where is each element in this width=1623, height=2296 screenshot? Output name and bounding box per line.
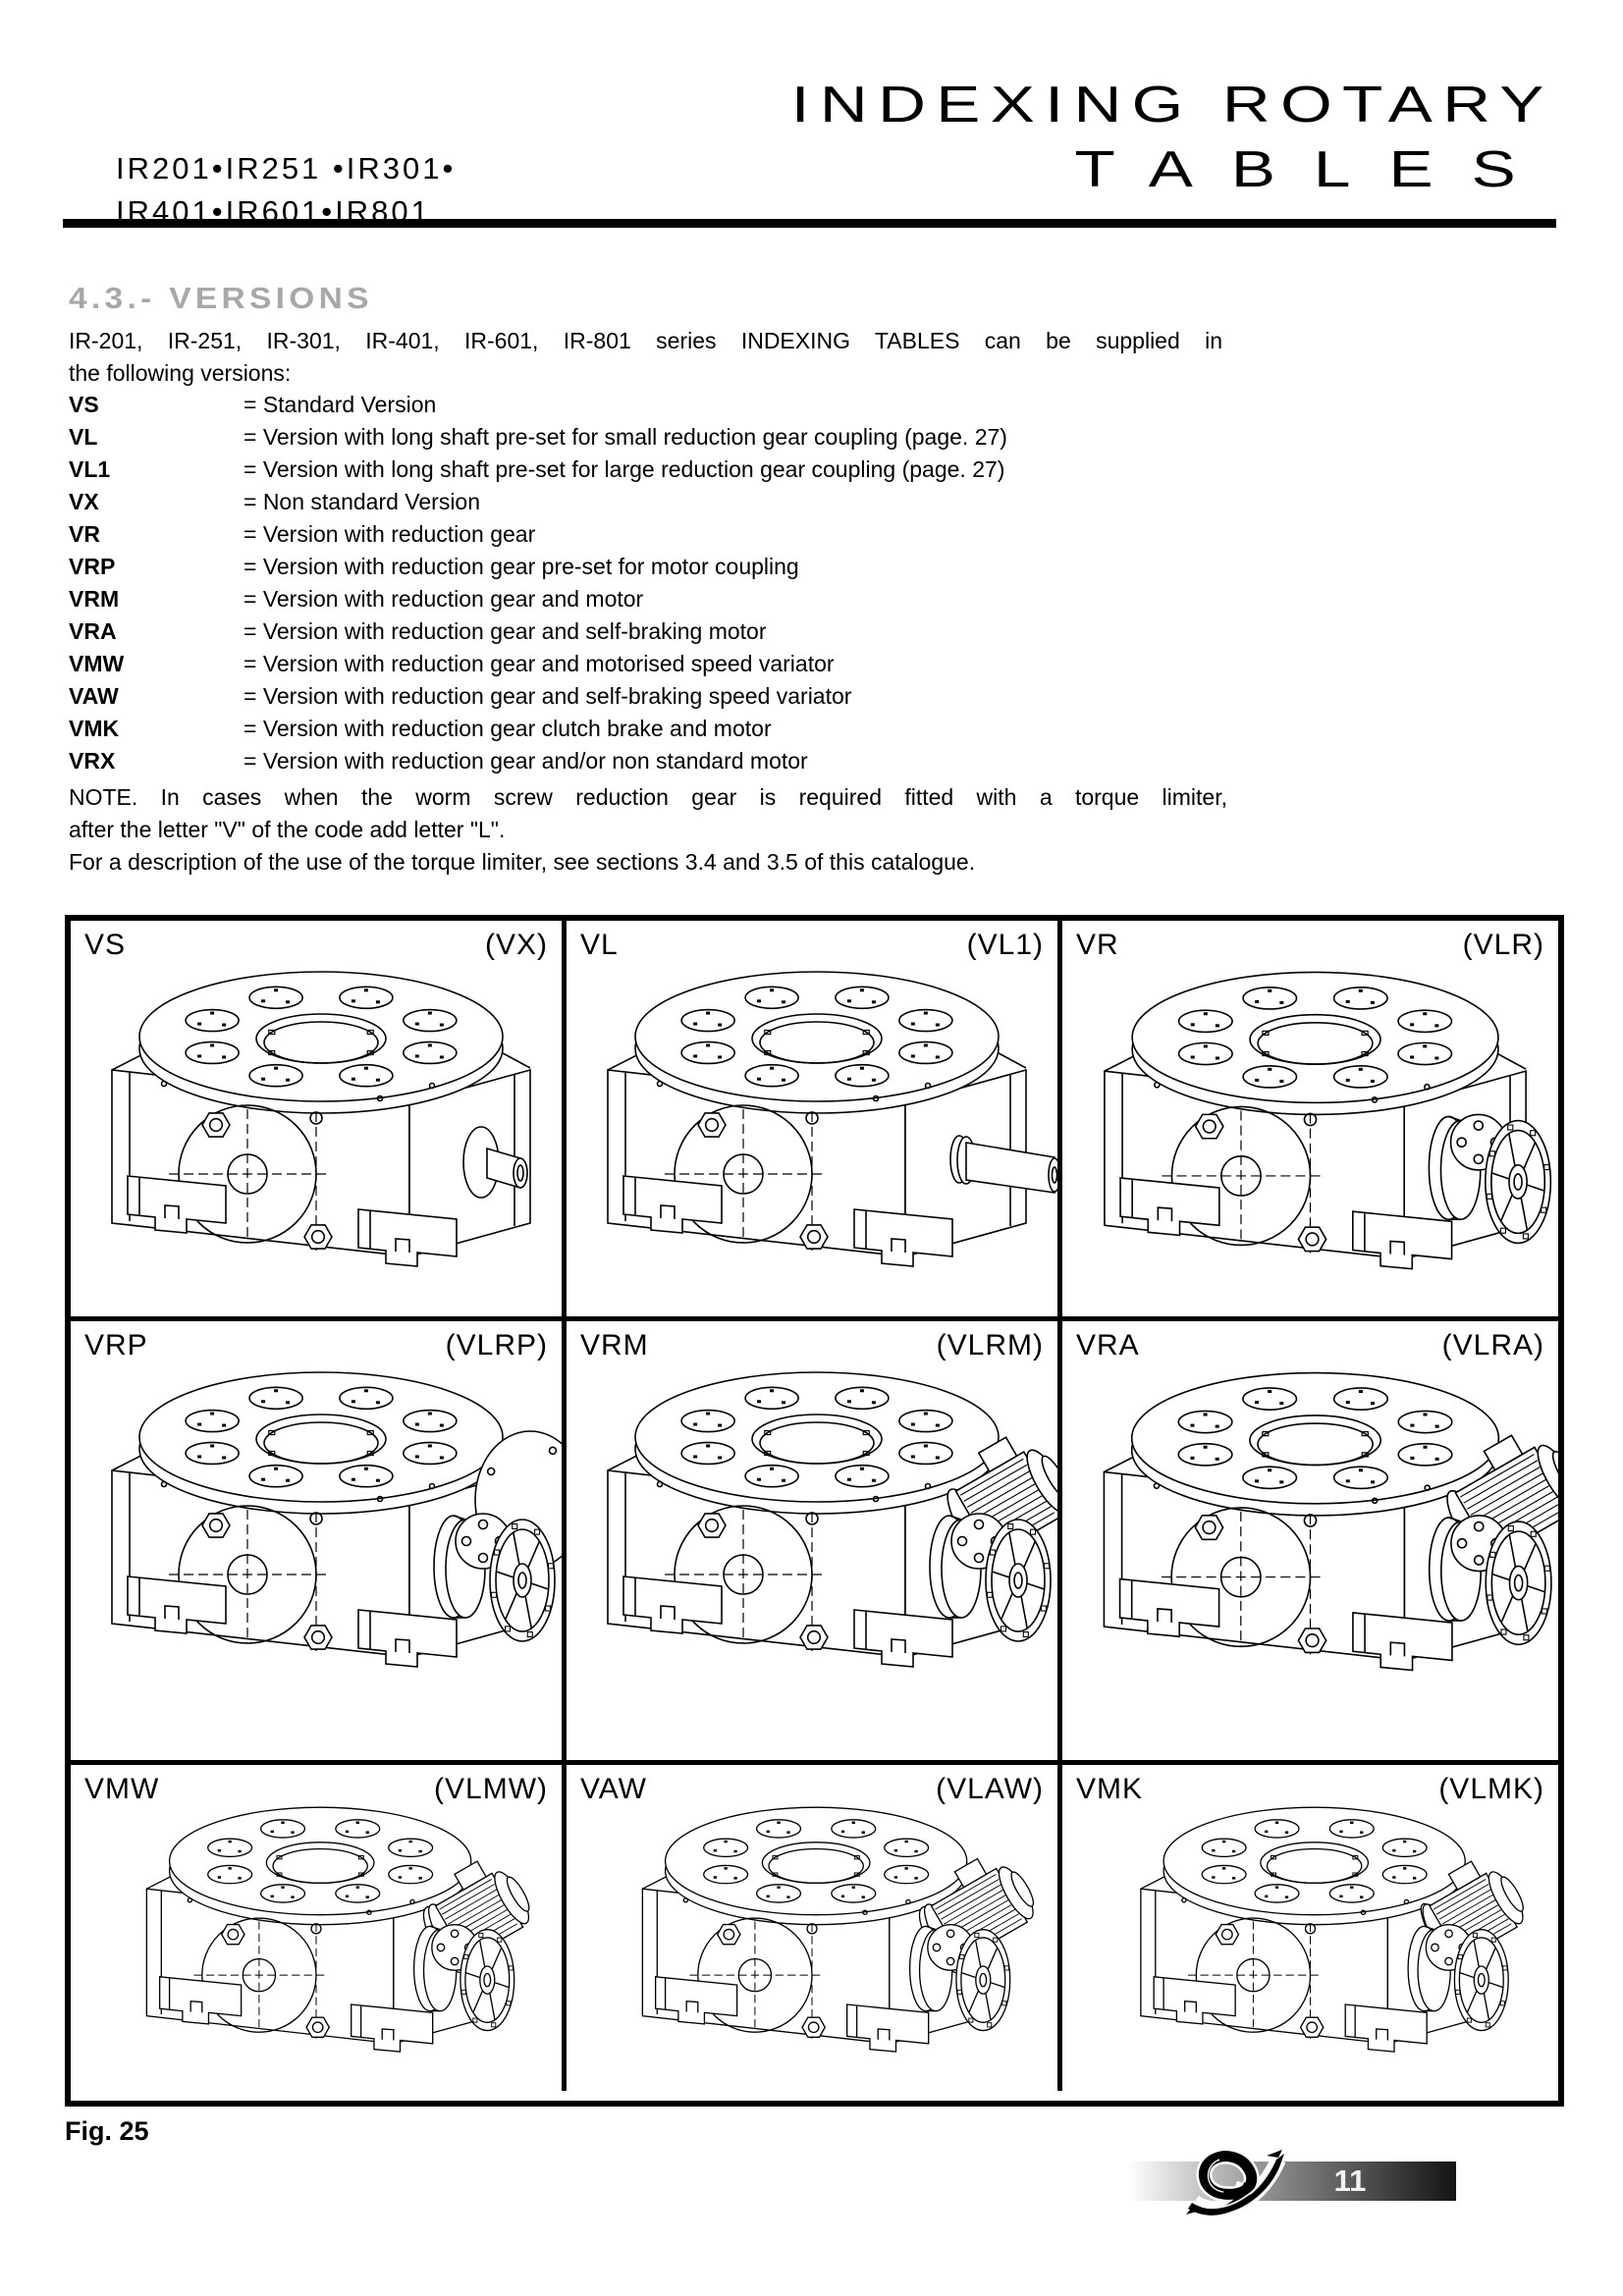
figure-cell-vs: VS (VX) (71, 921, 567, 1321)
version-row: VS = Standard Version (69, 392, 1306, 424)
figure-cell-vra: VRA (VLRA) (1062, 1321, 1558, 1765)
version-description: = Version with reduction gear (243, 521, 536, 547)
figure-cell-vmw: VMW (VLMW) (71, 1765, 567, 2091)
version-row: VL1 = Version with long shaft pre-set for… (69, 456, 1306, 489)
version-row: VX = Non standard Version (69, 489, 1306, 521)
version-code: VMK (69, 716, 120, 741)
version-row: VMK = Version with reduction gear clutch … (69, 716, 1306, 748)
version-description: = Version with reduction gear clutch bra… (243, 716, 772, 741)
intro-line1: IR-201, IR-251, IR-301, IR-401, IR-601, … (69, 328, 1222, 353)
version-code: VL1 (69, 456, 111, 482)
version-row: VMW = Version with reduction gear and mot… (69, 651, 1306, 683)
cell-alt-version-label: (VLRM) (936, 1329, 1044, 1362)
cell-version-label: VRM (580, 1329, 649, 1362)
rotary-table-drawing-gear-motor-variator-brake (641, 1806, 1035, 2053)
note-line3: For a description of the use of the torq… (69, 849, 976, 875)
rotary-table-drawing-gear-motor-variator (145, 1806, 530, 2053)
version-description: = Version with long shaft pre-set for la… (243, 456, 1005, 482)
version-row: VAW = Version with reduction gear and sel… (69, 683, 1306, 716)
version-row: VRX = Version with reduction gear and/or … (69, 748, 1306, 780)
intro-line2: the following versions: (69, 360, 292, 386)
version-row: VRM = Version with reduction gear and mot… (69, 586, 1306, 618)
version-row: VRA = Version with reduction gear and sel… (69, 618, 1306, 651)
version-description: = Version with reduction gear and self-b… (243, 618, 767, 644)
cell-alt-version-label: (VLRA) (1441, 1329, 1544, 1362)
version-description: = Version with reduction gear and motor (243, 586, 644, 612)
section-heading: 4.3.- VERSIONS (69, 281, 373, 315)
version-description: = Non standard Version (243, 489, 481, 514)
rotary-table-drawing-gear-motor (607, 1371, 1057, 1668)
cell-alt-version-label: (VL1) (966, 929, 1044, 961)
version-code: VRM (69, 586, 120, 612)
figure-caption: Fig. 25 (65, 2116, 149, 2146)
page-number: 11 (1333, 2163, 1367, 2198)
brand-knot-logo-icon (1186, 2148, 1286, 2218)
footer-gradient-bar (1127, 2162, 1456, 2201)
figure-cell-vrm: VRM (VLRM) (567, 1321, 1062, 1765)
figure-cell-vr: VR (VLR) (1062, 921, 1558, 1321)
version-code: VR (69, 521, 100, 547)
version-description: = Version with long shaft pre-set for sm… (243, 424, 1007, 450)
page-title: INDEXING ROTARY TABLES (791, 73, 1554, 202)
version-row: VR = Version with reduction gear (69, 521, 1306, 554)
cell-alt-version-label: (VLR) (1462, 929, 1544, 961)
cell-alt-version-label: (VLAW) (936, 1773, 1044, 1805)
rotary-table-drawing-shaft-stub (111, 971, 531, 1267)
cell-version-label: VMW (84, 1773, 160, 1805)
rotary-table-drawing-gear-flange (111, 1371, 562, 1668)
note-line2: after the letter "V" of the code add let… (69, 817, 506, 842)
cell-alt-version-label: (VLRP) (445, 1329, 548, 1362)
cell-alt-version-label: (VX) (485, 929, 548, 961)
rotary-table-drawing-gear-motor-brake (1103, 1371, 1558, 1672)
version-code: VRP (69, 554, 116, 579)
version-row: VRP = Version with reduction gear pre-set… (69, 554, 1306, 586)
cell-version-label: VRA (1076, 1329, 1140, 1362)
model-codes: IR201•IR251 •IR301• IR401•IR601•IR801 (116, 147, 456, 234)
version-code: VRX (69, 748, 116, 774)
cell-alt-version-label: (VLMK) (1438, 1773, 1544, 1805)
page-title-line1: INDEXING ROTARY (790, 77, 1554, 133)
cell-version-label: VAW (580, 1773, 647, 1805)
model-codes-line1: IR201•IR251 •IR301• (116, 151, 457, 186)
cell-version-label: VMK (1076, 1773, 1144, 1805)
version-code: VAW (69, 683, 119, 709)
header-rule (63, 219, 1556, 228)
version-code: VS (69, 392, 99, 417)
figure-cell-vrp: VRP (VLRP) (71, 1321, 567, 1765)
note-block: NOTE. In cases when the worm screw reduc… (69, 781, 1227, 879)
version-description: = Version with reduction gear and motori… (243, 651, 835, 676)
version-description: = Version with reduction gear and self-b… (243, 683, 852, 709)
rotary-table-drawing-gear (1104, 971, 1552, 1270)
figure-cell-vaw: VAW (VLAW) (567, 1765, 1062, 2091)
version-code: VRA (69, 618, 117, 644)
cell-version-label: VS (84, 929, 127, 961)
version-code: VL (69, 424, 98, 450)
cell-version-label: VR (1076, 929, 1119, 961)
cell-version-label: VRP (84, 1329, 148, 1362)
version-code: VMW (69, 651, 125, 676)
figure-cell-vmk: VMK (VLMK) (1062, 1765, 1558, 2091)
rotary-table-drawing-shaft-long (607, 971, 1057, 1267)
cell-version-label: VL (580, 929, 619, 961)
rotary-table-drawing-gear-motor-clutch (1140, 1806, 1524, 2053)
versions-figure-grid: VS(VX)VL(VL1)VR(VLR)VRP(VLRP)VRM(VLRM)VR… (65, 915, 1564, 2107)
version-description: = Standard Version (243, 392, 437, 417)
figure-cell-vl: VL (VL1) (567, 921, 1062, 1321)
section-intro: IR-201, IR-251, IR-301, IR-401, IR-601, … (69, 325, 1222, 390)
page-title-line2: TABLES (1074, 141, 1554, 198)
cell-alt-version-label: (VLMW) (434, 1773, 548, 1805)
note-line1: NOTE. In cases when the worm screw reduc… (69, 784, 1227, 810)
version-description: = Version with reduction gear pre-set fo… (243, 554, 799, 579)
version-description: = Version with reduction gear and/or non… (243, 748, 808, 774)
version-row: VL = Version with long shaft pre-set for … (69, 424, 1306, 456)
version-code: VX (69, 489, 99, 514)
